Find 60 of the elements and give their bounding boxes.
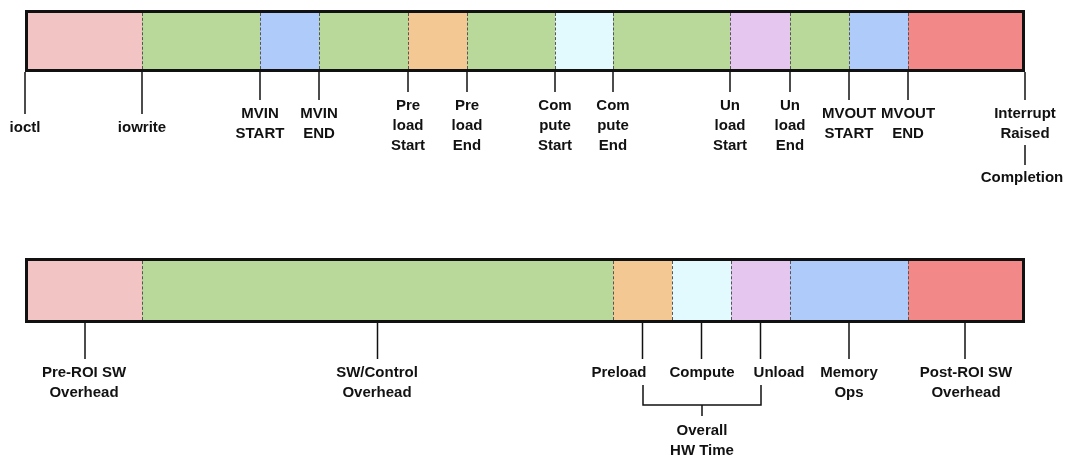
bar-segment xyxy=(142,261,613,320)
bar-segment xyxy=(849,13,908,69)
timeline-label: MVIN START xyxy=(230,103,290,143)
leader-line xyxy=(259,71,261,101)
bracket-label: Overall HW Time xyxy=(669,420,735,460)
bar-segment xyxy=(142,13,260,69)
timeline-label: Unload xyxy=(749,362,809,382)
bar-segment xyxy=(730,13,790,69)
timeline-label: Pre load Start xyxy=(388,95,428,155)
leader-line xyxy=(759,322,762,360)
leader-line xyxy=(612,71,614,93)
bar-segment xyxy=(28,13,142,69)
timeline-label: Completion xyxy=(974,167,1070,187)
timeline-label: Un load End xyxy=(767,95,813,155)
leader-line xyxy=(964,322,966,360)
bar-segment xyxy=(908,261,1022,320)
timeline-label: Memory Ops xyxy=(817,362,881,402)
leader-line xyxy=(789,71,791,93)
bar-segment xyxy=(613,13,730,69)
leader-line xyxy=(641,322,644,360)
leader-line xyxy=(141,71,143,115)
timeline-label: MVIN END xyxy=(294,103,344,143)
bar-segment xyxy=(467,13,555,69)
bar-segment xyxy=(790,261,908,320)
timeline-label: ioctl xyxy=(0,117,55,137)
leader-line xyxy=(729,71,731,93)
bar-segment xyxy=(790,13,849,69)
leader-line xyxy=(848,322,850,360)
timeline-label: SW/Control Overhead xyxy=(327,362,427,402)
leader-line xyxy=(466,71,468,93)
leader-line xyxy=(907,71,909,101)
timeline-label: Com pute Start xyxy=(532,95,578,155)
bar-segment xyxy=(28,261,142,320)
leader-line xyxy=(1024,144,1026,166)
leader-line xyxy=(700,322,703,360)
leader-line xyxy=(318,71,320,101)
bar-segment xyxy=(672,261,731,320)
bar-segment xyxy=(260,13,319,69)
bar-segment xyxy=(731,261,790,320)
leader-line xyxy=(554,71,556,93)
timeline-label: Preload xyxy=(588,362,650,382)
leader-line xyxy=(407,71,409,93)
leader-line xyxy=(24,71,26,115)
timeline-label: Pre-ROI SW Overhead xyxy=(28,362,140,402)
timeline-label: Interrupt Raised xyxy=(980,103,1070,143)
timeline-label: Com pute End xyxy=(590,95,636,155)
bar-segment xyxy=(555,13,613,69)
leader-line xyxy=(84,322,86,360)
timeline-label: Pre load End xyxy=(447,95,487,155)
bar-segment xyxy=(908,13,1022,69)
timeline-label: iowrite xyxy=(107,117,177,137)
bar-segment xyxy=(613,261,672,320)
bar-segment xyxy=(408,13,467,69)
leader-line xyxy=(376,322,379,360)
timeline-label: Post-ROI SW Overhead xyxy=(910,362,1022,402)
timeline-label: Compute xyxy=(667,362,737,382)
leader-line xyxy=(1024,71,1026,101)
bar-segment xyxy=(319,13,408,69)
timeline-label: Un load Start xyxy=(707,95,753,155)
leader-line xyxy=(848,71,850,101)
